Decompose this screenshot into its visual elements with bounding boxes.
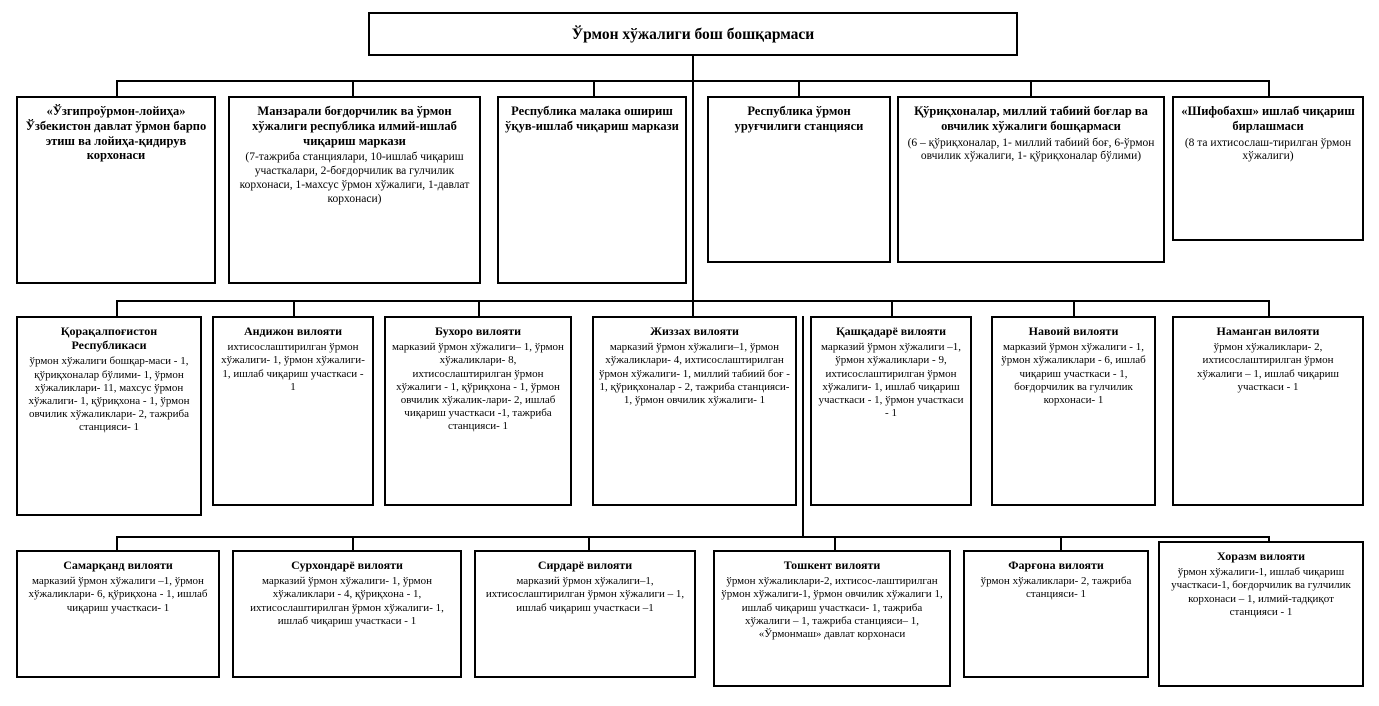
connector-drop-t4-5: [1060, 536, 1062, 550]
node-detail: (8 та ихтисослаш-тирилган ўрмон хўжалиги…: [1184, 136, 1352, 163]
node-title: «Шифобахш» ишлаб чиқариш бирлашмаси: [1181, 104, 1355, 133]
node-title: Сирдарё вилояти: [537, 558, 633, 572]
region-qoraqalpogiston: Қорақалпоғистон Республикаси ўрмон хўжал…: [16, 316, 202, 516]
region-samarqand: Самарқанд вилояти марказий ўрмон хўжалиг…: [16, 550, 220, 678]
node-detail: марказий ўрмон хўжалиги- 1, ўрмон хўжали…: [250, 575, 444, 627]
connector-spine-lower: [802, 316, 804, 536]
connector-drop-t4-2: [352, 536, 354, 550]
node-detail: марказий ўрмон хўжалиги–1, ихтисослаштир…: [485, 575, 685, 614]
node-detail: (6 – қўриқхоналар, 1- миллий табиий боғ,…: [907, 136, 1155, 163]
node-detail: марказий ўрмон хўжалиги –1, ўрмон хўжали…: [818, 341, 964, 420]
node-title: Республика малака ошириш ўқув-ишлаб чиқа…: [505, 104, 679, 133]
node-detail: марказий ўрмон хўжалиги - 1, ўрмон хўжал…: [1001, 341, 1146, 406]
region-jizzax: Жиззах вилояти марказий ўрмон хўжалиги–1…: [592, 316, 797, 506]
connector-drop-t3-1: [116, 300, 118, 316]
connector-drop-t2-1: [116, 80, 118, 96]
node-detail: марказий ўрмон хўжалиги–1, ўрмон хўжалик…: [599, 341, 790, 406]
connector-drop-t3-6: [1073, 300, 1075, 316]
node-manzarali-bogdorchilik-markaz: Манзарали боғдорчилик ва ўрмон хўжалиги …: [228, 96, 481, 284]
node-shifobaxsh-birlashmasi: «Шифобахш» ишлаб чиқариш бирлашмаси (8 т…: [1172, 96, 1364, 241]
connector-drop-t3-7: [1268, 300, 1270, 316]
node-detail: ўрмон хўжалиги бошқар-маси - 1, қўриқхон…: [28, 355, 190, 434]
node-title: Қорақалпоғистон Республикаси: [60, 324, 158, 353]
node-title: Навоий вилояти: [1028, 324, 1119, 338]
region-buxoro: Бухоро вилояти марказий ўрмон хўжалиги– …: [384, 316, 572, 506]
node-title: Манзарали боғдорчилик ва ўрмон хўжалиги …: [252, 104, 457, 148]
node-title: Жиззах вилояти: [650, 324, 739, 338]
root-node: Ўрмон хўжалиги бош бошқармаси: [368, 12, 1018, 56]
node-title: Хоразм вилояти: [1217, 549, 1305, 563]
root-title: Ўрмон хўжалиги бош бошқармаси: [571, 25, 815, 43]
node-title: Қашқадарё вилояти: [835, 324, 946, 338]
region-xorazm: Хоразм вилояти ўрмон хўжалиги-1, ишлаб ч…: [1158, 541, 1364, 687]
node-detail: ўрмон хўжаликлари- 2, ихтисослаштирилган…: [1197, 341, 1339, 393]
region-qashqadaryo: Қашқадарё вилояти марказий ўрмон хўжалиг…: [810, 316, 972, 506]
region-toshkent: Тошкент вилояти ўрмон хўжаликлари-2, ихт…: [713, 550, 951, 687]
connector-drop-t3-4: [692, 300, 694, 316]
node-title: Самарқанд вилояти: [63, 558, 173, 572]
node-title: «Ўзгипроўрмон-лойиҳа» Ўзбекистон давлат …: [25, 104, 207, 163]
connector-drop-t2-2: [352, 80, 354, 96]
node-detail: (7-тажриба станциялари, 10-ишлаб чиқариш…: [239, 151, 470, 205]
node-title: Қўриқхоналар, миллий табиий боғлар ва ов…: [914, 104, 1148, 133]
region-surxondaryo: Сурхондарё вилояти марказий ўрмон хўжали…: [232, 550, 462, 678]
node-title: Сурхондарё вилояти: [291, 558, 403, 572]
node-detail: ўрмон хўжаликлари- 2, тажриба станцияси-…: [980, 575, 1132, 601]
region-navoiy: Навоий вилояти марказий ўрмон хўжалиги -…: [991, 316, 1156, 506]
connector-spine-main: [692, 80, 694, 314]
node-title: Республика ўрмон уруғчилиги станцияси: [734, 104, 864, 133]
node-detail: ўрмон хўжалиги-1, ишлаб чиқариш участкас…: [1171, 566, 1351, 618]
node-title: Андижон вилояти: [243, 324, 343, 338]
node-urugchilik-stansiyasi: Республика ўрмон уруғчилиги станцияси: [707, 96, 891, 263]
region-namangan: Наманган вилояти ўрмон хўжаликлари- 2, и…: [1172, 316, 1364, 506]
connector-drop-t2-5: [1030, 80, 1032, 96]
node-title: Бухоро вилояти: [434, 324, 522, 338]
connector-tier4-bus: [116, 536, 1268, 538]
node-uzgiproormonloyiha: «Ўзгипроўрмон-лойиҳа» Ўзбекистон давлат …: [16, 96, 216, 284]
node-title: Фарғона вилояти: [1008, 558, 1104, 572]
connector-drop-t3-5: [891, 300, 893, 316]
connector-root-stub: [692, 56, 694, 80]
connector-drop-t3-3: [478, 300, 480, 316]
node-detail: ихтисослаштирилган ўрмон хўжалиги- 1, ўр…: [221, 341, 365, 393]
connector-drop-t4-1: [116, 536, 118, 550]
connector-drop-t4-3: [588, 536, 590, 550]
node-detail: ўрмон хўжаликлари-2, ихтисос-лаштирилган…: [721, 575, 943, 640]
node-title: Тошкент вилояти: [783, 558, 881, 572]
region-fargona: Фарғона вилояти ўрмон хўжаликлари- 2, та…: [963, 550, 1149, 678]
connector-drop-t2-4: [798, 80, 800, 96]
region-sirdaryo: Сирдарё вилояти марказий ўрмон хўжалиги–…: [474, 550, 696, 678]
node-title: Наманган вилояти: [1216, 324, 1320, 338]
connector-drop-t3-2: [293, 300, 295, 316]
node-malaka-oshirish-markazi: Республика малака ошириш ўқув-ишлаб чиқа…: [497, 96, 687, 284]
node-detail: марказий ўрмон хўжалиги– 1, ўрмон хўжали…: [392, 341, 564, 433]
region-andijon: Андижон вилояти ихтисослаштирилган ўрмон…: [212, 316, 374, 506]
node-quriqxonalar-boshqarmasi: Қўриқхоналар, миллий табиий боғлар ва ов…: [897, 96, 1165, 263]
connector-drop-t2-6: [1268, 80, 1270, 96]
node-detail: марказий ўрмон хўжалиги –1, ўрмон хўжали…: [28, 575, 208, 614]
connector-drop-t2-3: [593, 80, 595, 96]
connector-drop-t4-4: [834, 536, 836, 550]
